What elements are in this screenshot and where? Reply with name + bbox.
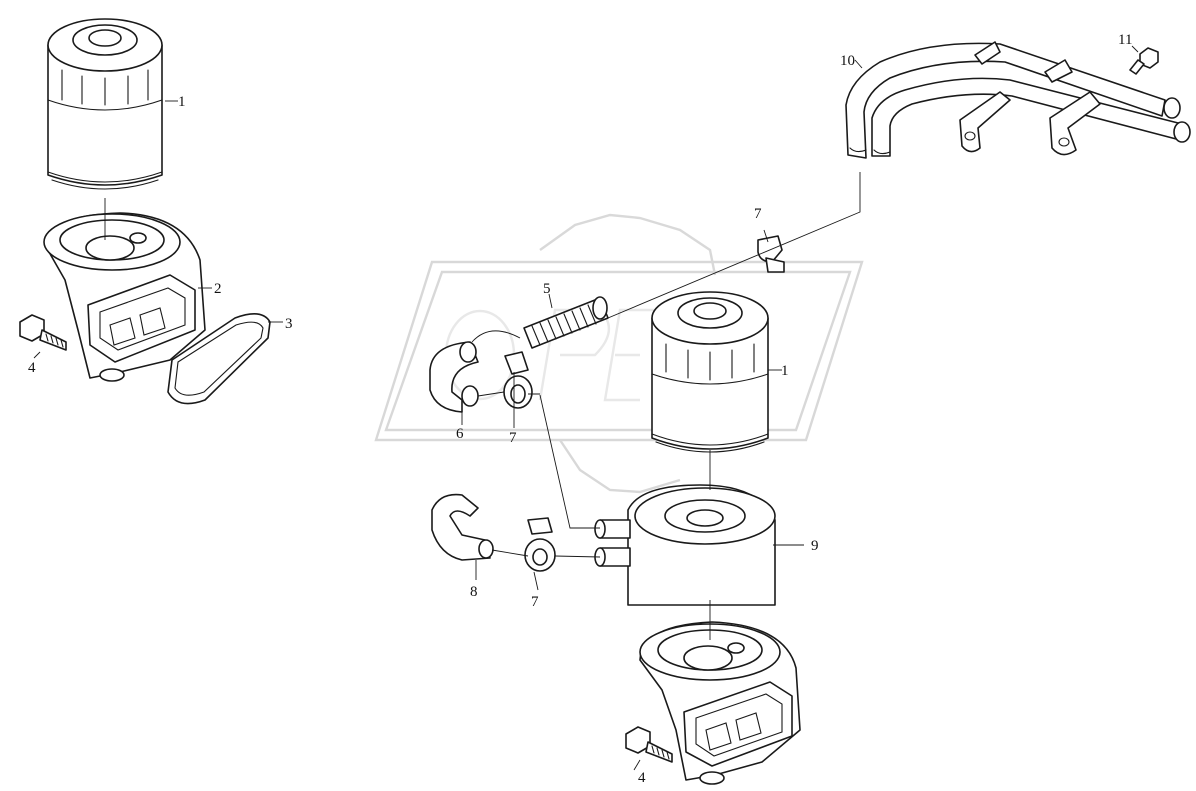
bent-hose (431, 493, 494, 561)
filter-housing-lower (639, 621, 801, 785)
hose-fitting (429, 341, 479, 413)
callout-2: 2 (214, 281, 222, 297)
callout-7-upper: 7 (754, 206, 762, 222)
callout-9: 9 (811, 538, 819, 554)
callout-8: 8 (470, 584, 478, 600)
callout-1-center: 1 (781, 363, 789, 379)
hose-clamp-lower (524, 517, 556, 572)
hose-clamp-middle (503, 351, 533, 409)
callout-6: 6 (456, 426, 464, 442)
callout-4-lower: 4 (638, 770, 646, 786)
callout-3: 3 (285, 316, 293, 332)
gasket (167, 313, 271, 405)
hose-clamp-upper (757, 235, 785, 273)
callout-11: 11 (1118, 32, 1132, 48)
bolt-lower (625, 726, 673, 763)
callout-5: 5 (543, 281, 551, 297)
oil-cooler (594, 484, 776, 606)
bolt-top-right (1129, 47, 1159, 75)
bolt-left (19, 314, 67, 351)
oil-filter-left (47, 18, 163, 190)
callout-1-left: 1 (178, 94, 186, 110)
leader-lines (33, 45, 1139, 771)
oil-pipe-assembly (845, 41, 1191, 159)
oil-filter-center (651, 291, 769, 453)
callout-10: 10 (840, 53, 855, 69)
callout-7-middle: 7 (509, 430, 517, 446)
callout-7-lower: 7 (531, 594, 539, 610)
spring-hose (523, 296, 609, 349)
callout-4-left: 4 (28, 360, 36, 376)
callout-numbers: 1 2 3 4 5 6 7 1 7 9 8 7 4 10 11 (28, 32, 1132, 786)
filter-housing-left (43, 212, 206, 382)
